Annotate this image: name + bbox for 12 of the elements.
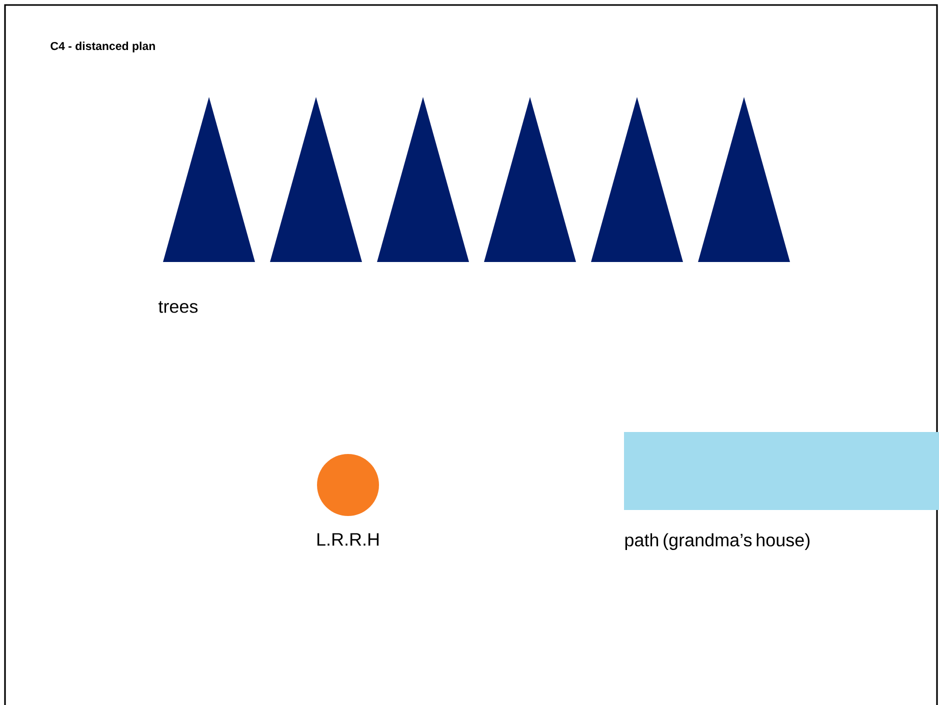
tree-triangle xyxy=(698,97,790,262)
tree-triangle xyxy=(591,97,683,262)
shape-caption: path (grandma’s house) xyxy=(625,533,810,550)
tree-triangle xyxy=(163,97,255,262)
path-bar xyxy=(624,432,939,510)
group-label: trees xyxy=(158,301,198,313)
shape-caption: L.R.R.H xyxy=(317,533,379,546)
tree-triangle xyxy=(484,97,576,262)
tree-triangle xyxy=(270,97,362,262)
tree-triangle xyxy=(377,97,469,262)
title: C4 - distanced plan xyxy=(50,42,155,52)
character-circle xyxy=(317,454,379,516)
